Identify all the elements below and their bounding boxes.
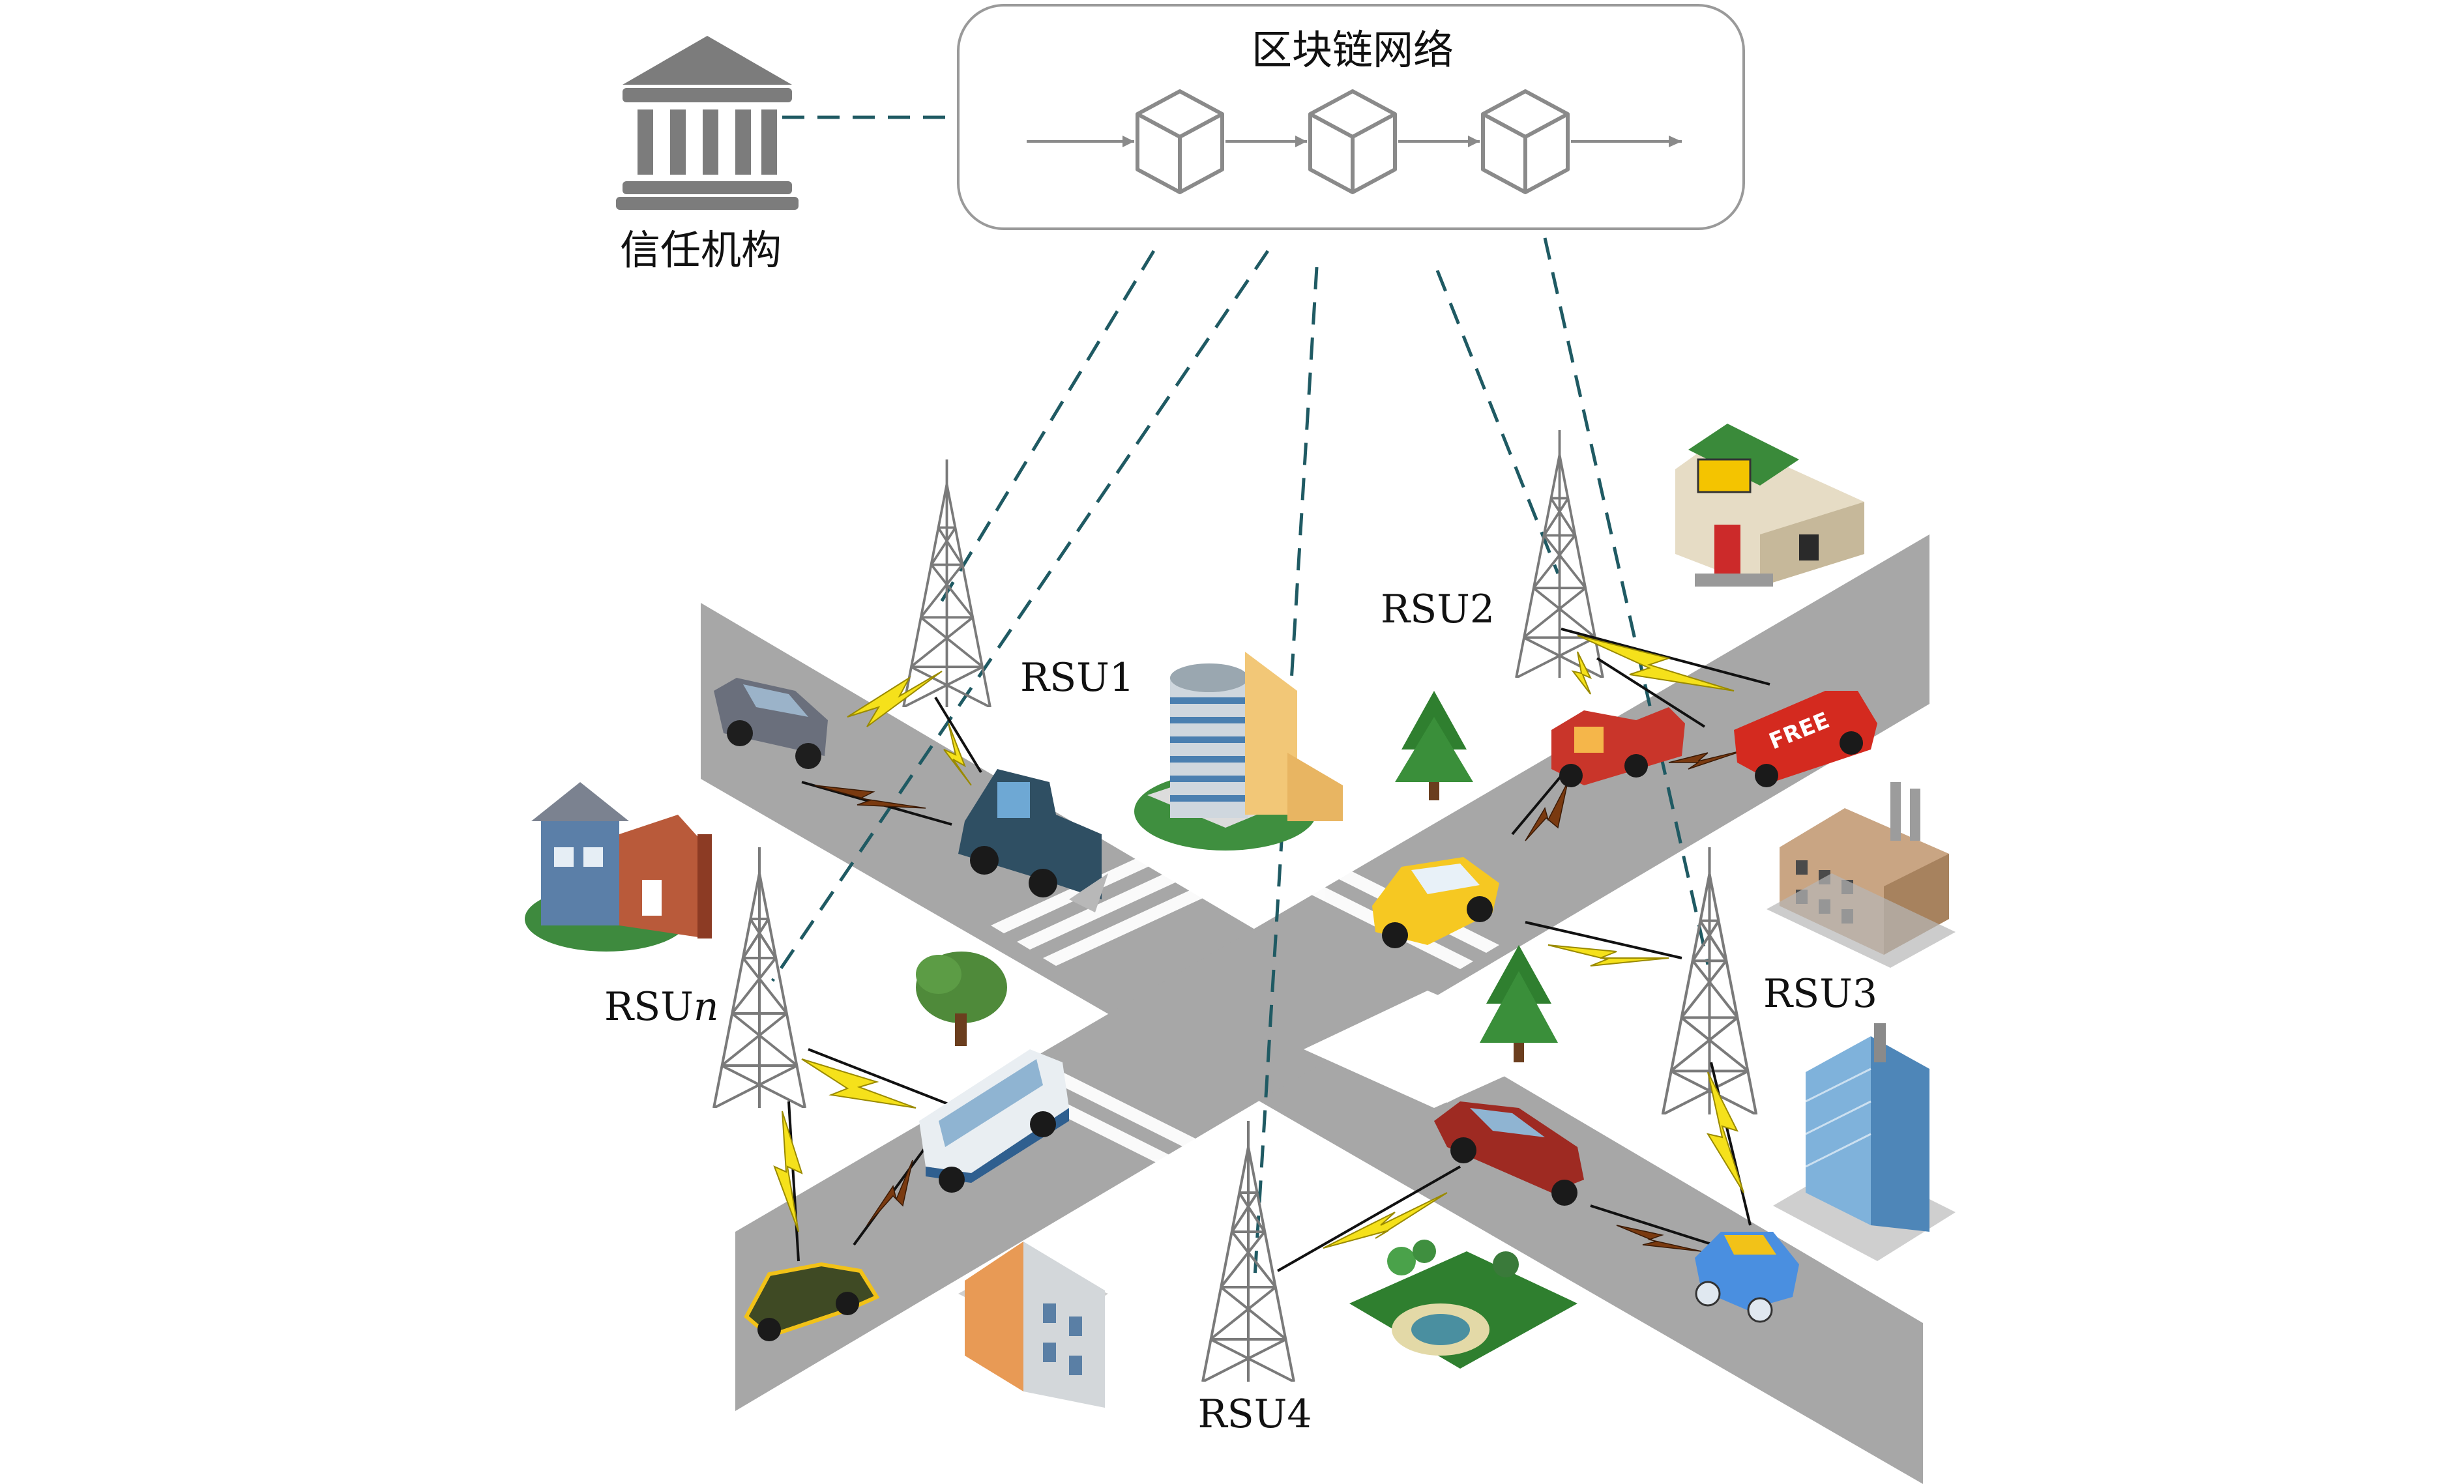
red-car xyxy=(1434,1101,1584,1206)
pine-tree-icon xyxy=(1395,691,1473,800)
red-fire-truck xyxy=(1551,707,1685,787)
rsun-tower: RSUn xyxy=(604,847,806,1108)
blockchain-title: 区块链网络 xyxy=(1252,26,1454,74)
wireless-bolts xyxy=(773,635,1744,1249)
rsun-label: RSU xyxy=(604,984,694,1030)
apartment-building-icon xyxy=(958,1242,1108,1408)
rsu4-label: RSU4 xyxy=(1197,1391,1312,1437)
block-cube-icon xyxy=(1308,89,1397,194)
house-icon xyxy=(525,782,712,952)
rsu4-tower: RSU4 xyxy=(1197,1121,1312,1437)
authority-label: 信任机构 xyxy=(620,226,782,274)
rsun-label-italic: n xyxy=(694,984,719,1030)
vehicle-links xyxy=(787,628,1770,1272)
office-tower-icon xyxy=(1134,652,1343,851)
bus xyxy=(919,1049,1069,1193)
red-van: FREE xyxy=(1734,691,1877,787)
trust-authority: 信任机构 xyxy=(616,36,799,274)
pine-tree-icon xyxy=(1480,945,1558,1062)
block-cube-icon xyxy=(1481,89,1570,194)
glass-skyscraper-icon xyxy=(1773,1023,1956,1261)
oak-tree-icon xyxy=(916,952,1007,1046)
rsu3-tower: RSU3 xyxy=(1663,847,1877,1114)
yellow-taxi xyxy=(1372,857,1499,948)
rsu2-tower: RSU2 xyxy=(1381,430,1603,678)
svg-text:RSUn: RSUn xyxy=(604,984,719,1030)
blue-car xyxy=(1695,1232,1799,1323)
bank-icon xyxy=(616,36,799,210)
blue-truck xyxy=(958,769,1108,912)
rsu1-label: RSU1 xyxy=(1020,655,1134,701)
blockchain-network: 区块链网络 xyxy=(957,4,1745,230)
grey-car xyxy=(714,678,828,769)
factory-icon xyxy=(1767,782,1956,968)
olive-car xyxy=(744,1262,880,1341)
rsu2-label: RSU2 xyxy=(1381,587,1495,632)
rsu3-label: RSU3 xyxy=(1763,971,1877,1017)
gas-station-icon xyxy=(1675,424,1864,587)
rsu1-tower: RSU1 xyxy=(903,459,1134,707)
park-icon xyxy=(1349,1240,1577,1369)
block-cube-icon xyxy=(1136,89,1224,194)
